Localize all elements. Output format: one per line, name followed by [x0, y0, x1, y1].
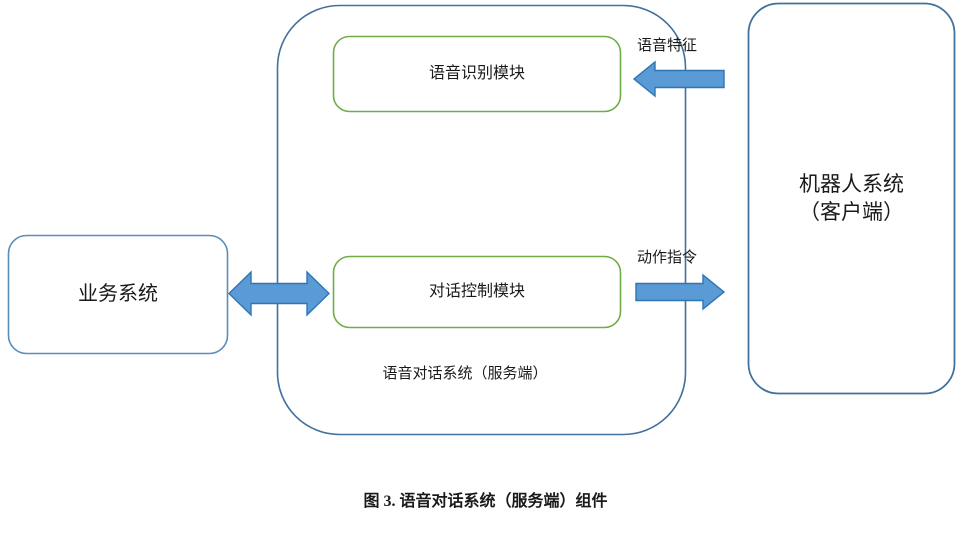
robot-system-box [747, 2, 956, 395]
asr-module-box [332, 35, 622, 113]
business-link-arrow [227, 270, 331, 317]
speech-feature-arrow [632, 60, 725, 98]
dialog-module-box [332, 255, 622, 329]
business-system-box [7, 234, 229, 355]
action-command-arrow [635, 273, 726, 311]
